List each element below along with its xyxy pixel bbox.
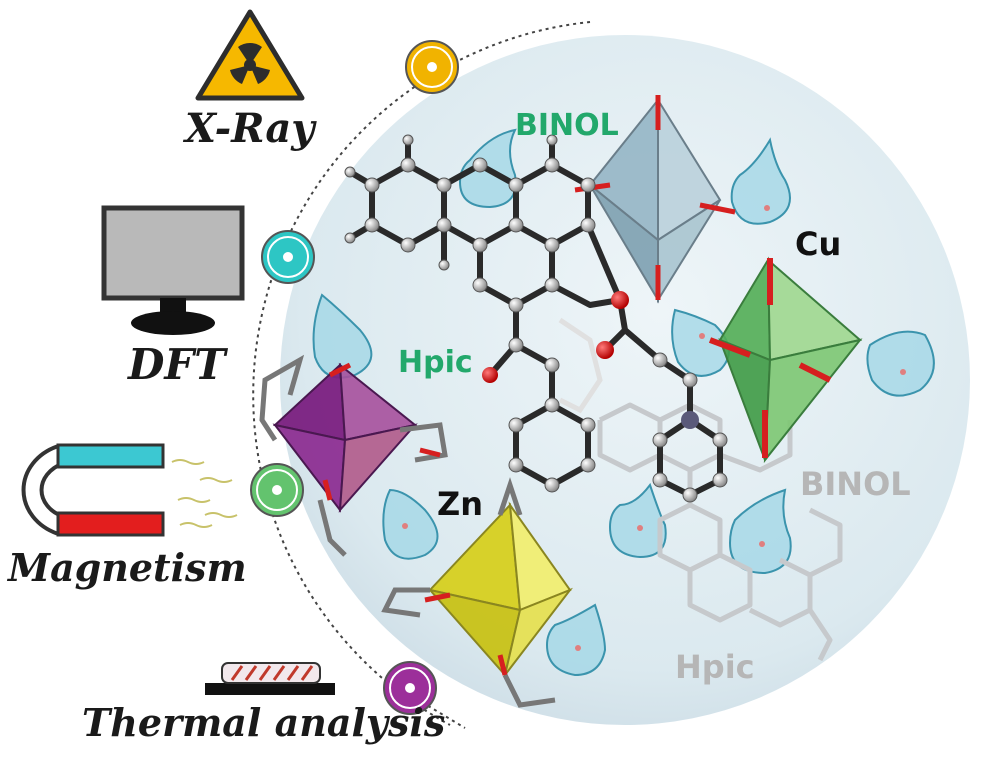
xray-label: X-Ray (185, 105, 315, 152)
radiation-triangle-icon (195, 9, 305, 101)
monitor-icon (101, 205, 245, 335)
thermal-analysis-label: Thermal analysis (82, 700, 446, 745)
dft-label: DFT (128, 340, 226, 389)
magnetism-label: Magnetism (8, 545, 247, 590)
hpic-label: Hpic (398, 345, 473, 380)
droplet (312, 293, 373, 379)
cu-octahedron (708, 256, 863, 464)
purple-octahedron (259, 354, 448, 557)
water-droplets (312, 128, 935, 677)
zn-octahedron (381, 477, 574, 708)
binol-faded-label: BINOL (800, 465, 911, 503)
binol-label: BINOL (515, 108, 619, 143)
dft-marker[interactable] (261, 230, 315, 284)
zn-label: Zn (437, 485, 483, 523)
background-circle (280, 35, 970, 725)
upper-octahedron (574, 95, 736, 304)
droplet (545, 603, 607, 677)
xray-marker[interactable] (405, 40, 459, 94)
magnet-icon (21, 443, 238, 537)
cu-label: Cu (795, 225, 842, 263)
ball-stick-molecule (344, 134, 728, 503)
magnetism-marker[interactable] (250, 463, 304, 517)
droplet (671, 308, 730, 377)
hpic-faded-label: Hpic (675, 648, 755, 686)
droplet-faces (402, 205, 906, 651)
droplet (866, 330, 935, 397)
droplet (382, 488, 439, 560)
thermal-sample-icon (205, 662, 335, 695)
droplet (730, 137, 791, 225)
thermal-marker[interactable] (383, 661, 437, 715)
